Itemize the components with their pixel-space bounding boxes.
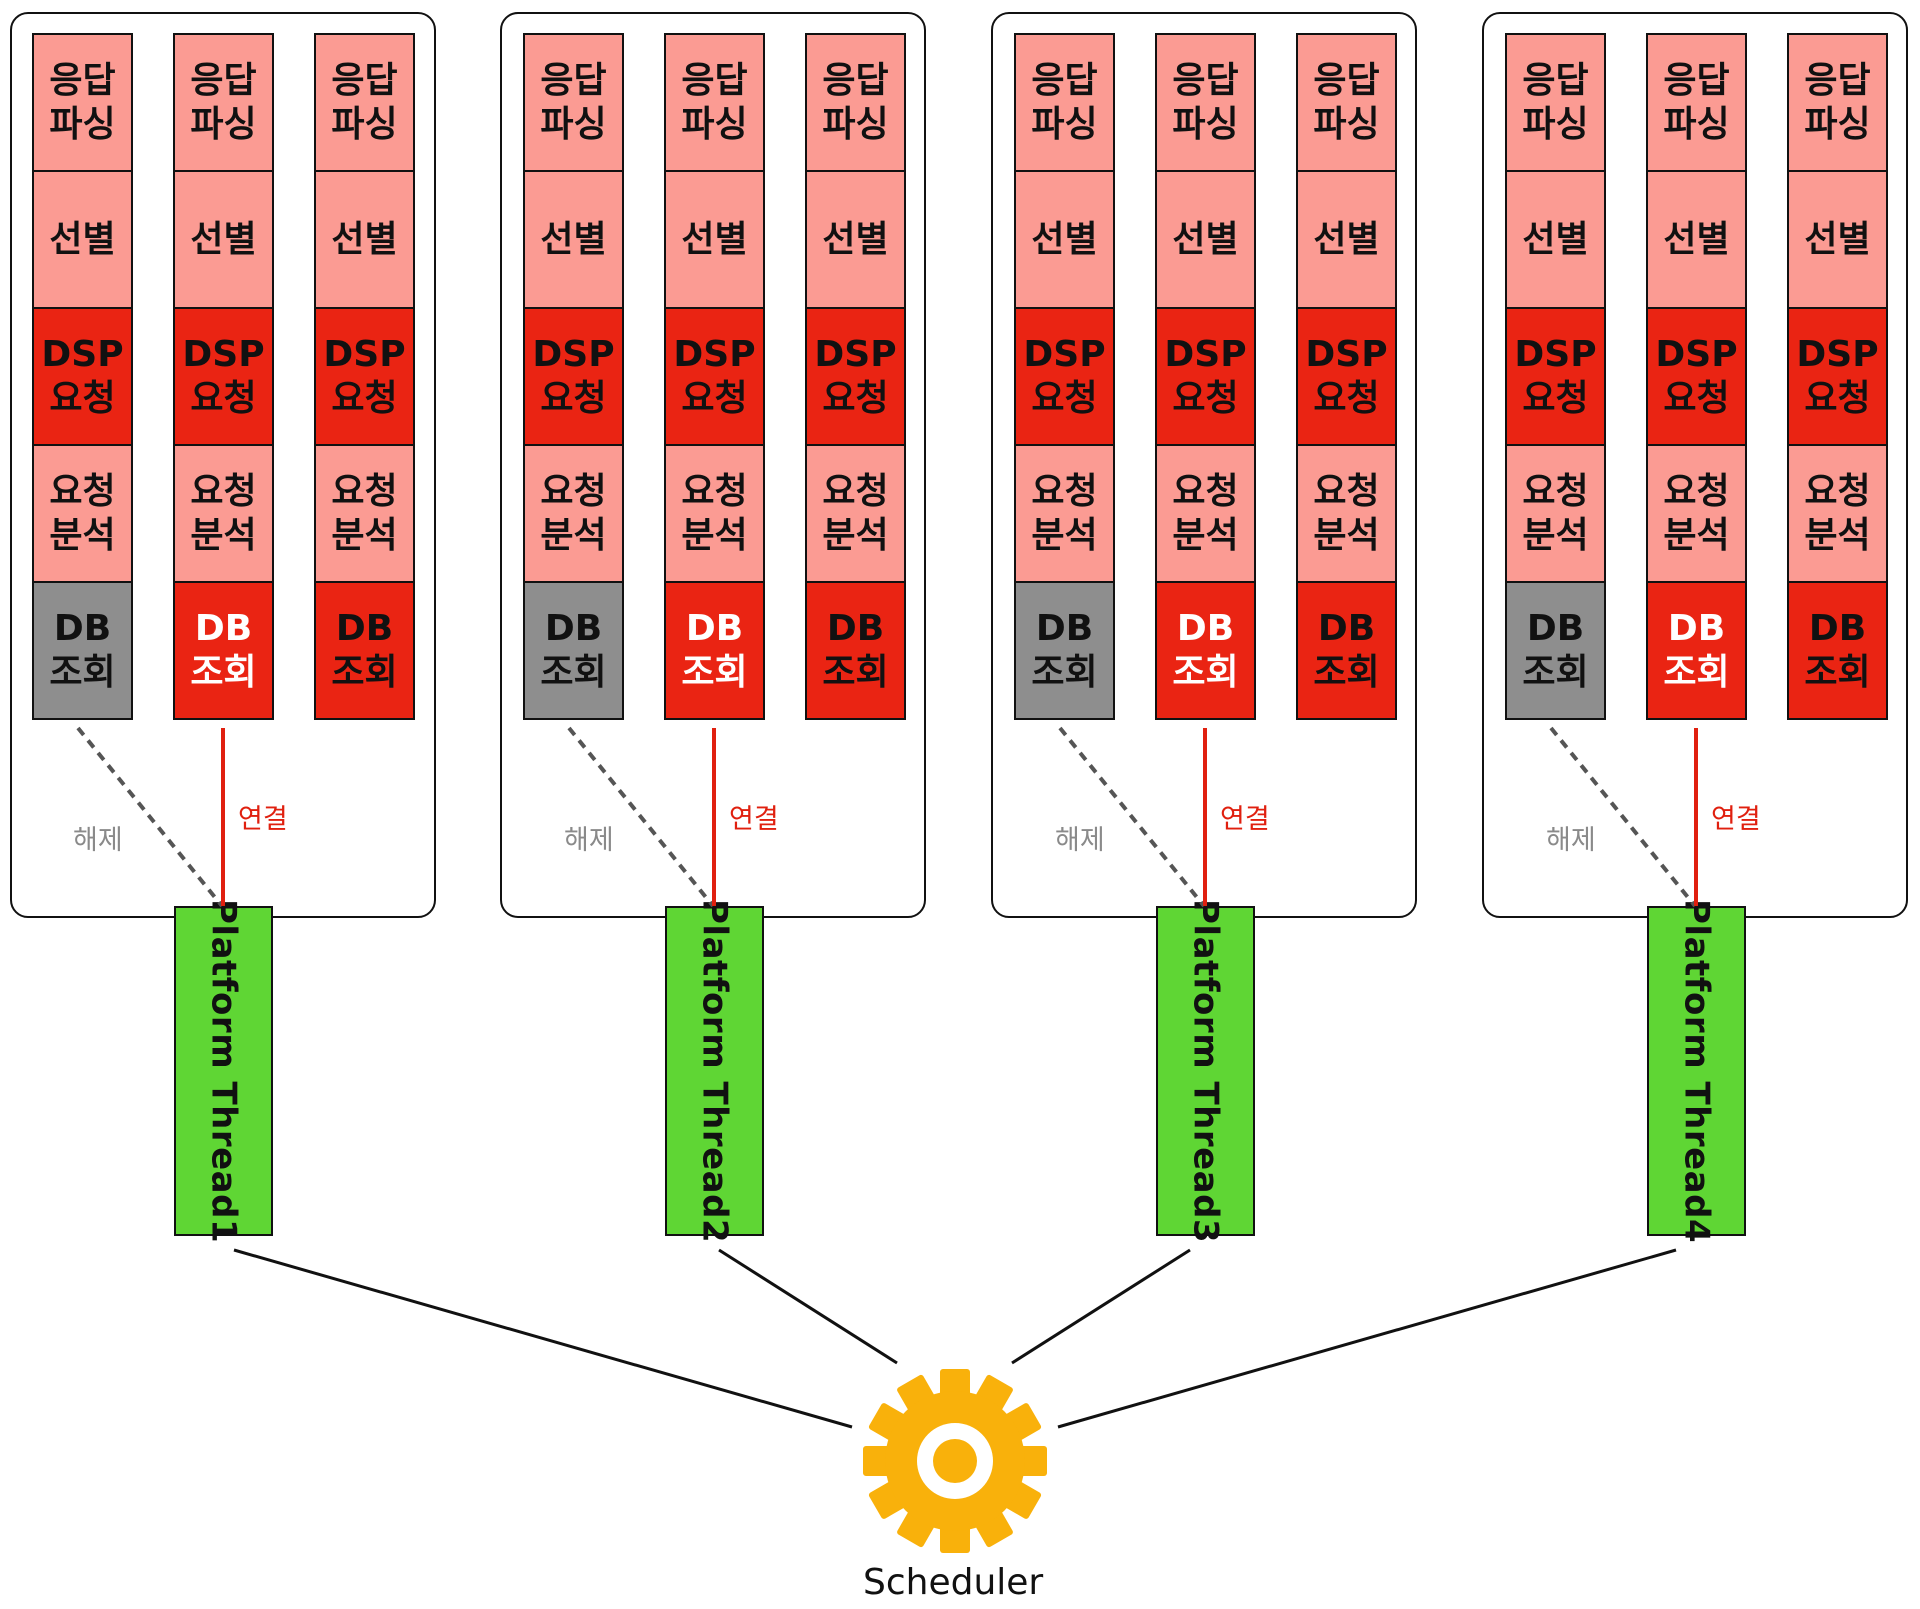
task-response-parsing: 응답 파싱 (805, 33, 906, 172)
task-dsp-request: DSP 요청 (1787, 307, 1888, 446)
gear-icon (863, 1369, 1047, 1553)
task-dsp-request: DSP 요청 (1646, 307, 1747, 446)
scheduler-label: Scheduler (863, 1562, 1044, 1603)
task-response-parsing: 응답 파싱 (173, 33, 274, 172)
platform-thread-label: Platform Thread3 (1185, 898, 1226, 1244)
task-response-parsing: 응답 파싱 (1155, 33, 1256, 172)
task-dsp-request: DSP 요청 (1155, 307, 1256, 446)
task-selection: 선별 (805, 170, 906, 309)
task-db-query: DB 조회 (1505, 581, 1606, 720)
task-response-parsing: 응답 파싱 (1505, 33, 1606, 172)
connect-label: 연결 (729, 804, 779, 835)
task-selection: 선별 (314, 170, 415, 309)
task-response-parsing: 응답 파싱 (1296, 33, 1397, 172)
task-selection: 선별 (1646, 170, 1747, 309)
task-request-analysis: 요청 분석 (173, 444, 274, 583)
task-request-analysis: 요청 분석 (1296, 444, 1397, 583)
connect-label: 연결 (238, 804, 288, 835)
task-db-query: DB 조회 (664, 581, 765, 720)
task-selection: 선별 (1155, 170, 1256, 309)
task-selection: 선별 (173, 170, 274, 309)
task-request-analysis: 요청 분석 (1787, 444, 1888, 583)
task-selection: 선별 (664, 170, 765, 309)
connect-label: 연결 (1711, 804, 1761, 835)
task-dsp-request: DSP 요청 (314, 307, 415, 446)
task-response-parsing: 응답 파싱 (1787, 33, 1888, 172)
task-selection: 선별 (1014, 170, 1115, 309)
task-request-analysis: 요청 분석 (1646, 444, 1747, 583)
task-request-analysis: 요청 분석 (664, 444, 765, 583)
task-response-parsing: 응답 파싱 (32, 33, 133, 172)
task-dsp-request: DSP 요청 (1505, 307, 1606, 446)
release-label: 해제 (1546, 825, 1596, 856)
task-dsp-request: DSP 요청 (805, 307, 906, 446)
platform-thread-box: Platform Thread2 (665, 899, 764, 1243)
task-request-analysis: 요청 분석 (1505, 444, 1606, 583)
scheduler-link (233, 1248, 853, 1429)
task-column: 응답 파싱 선별 DSP 요청 요청 분석 DB 조회 (173, 33, 274, 720)
task-dsp-request: DSP 요청 (173, 307, 274, 446)
task-selection: 선별 (1505, 170, 1606, 309)
task-dsp-request: DSP 요청 (1014, 307, 1115, 446)
task-request-analysis: 요청 분석 (1014, 444, 1115, 583)
task-db-query: DB 조회 (32, 581, 133, 720)
task-column: 응답 파싱 선별 DSP 요청 요청 분석 DB 조회 (523, 33, 624, 720)
task-request-analysis: 요청 분석 (1155, 444, 1256, 583)
task-db-query: DB 조회 (1014, 581, 1115, 720)
release-label: 해제 (73, 825, 123, 856)
task-selection: 선별 (1296, 170, 1397, 309)
task-db-query: DB 조회 (1155, 581, 1256, 720)
task-dsp-request: DSP 요청 (1296, 307, 1397, 446)
task-response-parsing: 응답 파싱 (314, 33, 415, 172)
task-response-parsing: 응답 파싱 (1014, 33, 1115, 172)
task-selection: 선별 (1787, 170, 1888, 309)
release-label: 해제 (564, 825, 614, 856)
task-request-analysis: 요청 분석 (523, 444, 624, 583)
task-request-analysis: 요청 분석 (314, 444, 415, 583)
task-request-analysis: 요청 분석 (32, 444, 133, 583)
task-db-query: DB 조회 (1646, 581, 1747, 720)
platform-thread-label: Platform Thread4 (1676, 898, 1717, 1244)
task-dsp-request: DSP 요청 (32, 307, 133, 446)
task-column: 응답 파싱 선별 DSP 요청 요청 분석 DB 조회 (1155, 33, 1256, 720)
task-column: 응답 파싱 선별 DSP 요청 요청 분석 DB 조회 (1296, 33, 1397, 720)
task-dsp-request: DSP 요청 (664, 307, 765, 446)
task-selection: 선별 (32, 170, 133, 309)
task-response-parsing: 응답 파싱 (523, 33, 624, 172)
task-db-query: DB 조회 (523, 581, 624, 720)
task-db-query: DB 조회 (1296, 581, 1397, 720)
task-response-parsing: 응답 파싱 (1646, 33, 1747, 172)
task-column: 응답 파싱 선별 DSP 요청 요청 분석 DB 조회 (664, 33, 765, 720)
task-request-analysis: 요청 분석 (805, 444, 906, 583)
task-db-query: DB 조회 (1787, 581, 1888, 720)
task-column: 응답 파싱 선별 DSP 요청 요청 분석 DB 조회 (1646, 33, 1747, 720)
task-dsp-request: DSP 요청 (523, 307, 624, 446)
platform-thread-box: Platform Thread1 (174, 899, 273, 1243)
scheduler-link (1057, 1248, 1677, 1429)
task-column: 응답 파싱 선별 DSP 요청 요청 분석 DB 조회 (32, 33, 133, 720)
task-db-query: DB 조회 (314, 581, 415, 720)
scheduler-link (1011, 1248, 1191, 1365)
platform-thread-box: Platform Thread4 (1647, 899, 1746, 1243)
platform-thread-box: Platform Thread3 (1156, 899, 1255, 1243)
task-column: 응답 파싱 선별 DSP 요청 요청 분석 DB 조회 (805, 33, 906, 720)
scheduler-link (718, 1248, 898, 1365)
task-column: 응답 파싱 선별 DSP 요청 요청 분석 DB 조회 (314, 33, 415, 720)
task-column: 응답 파싱 선별 DSP 요청 요청 분석 DB 조회 (1787, 33, 1888, 720)
connect-label: 연결 (1220, 804, 1270, 835)
task-column: 응답 파싱 선별 DSP 요청 요청 분석 DB 조회 (1014, 33, 1115, 720)
task-selection: 선별 (523, 170, 624, 309)
platform-thread-label: Platform Thread1 (203, 898, 244, 1244)
task-response-parsing: 응답 파싱 (664, 33, 765, 172)
task-column: 응답 파싱 선별 DSP 요청 요청 분석 DB 조회 (1505, 33, 1606, 720)
release-label: 해제 (1055, 825, 1105, 856)
task-db-query: DB 조회 (805, 581, 906, 720)
task-db-query: DB 조회 (173, 581, 274, 720)
platform-thread-label: Platform Thread2 (694, 898, 735, 1244)
